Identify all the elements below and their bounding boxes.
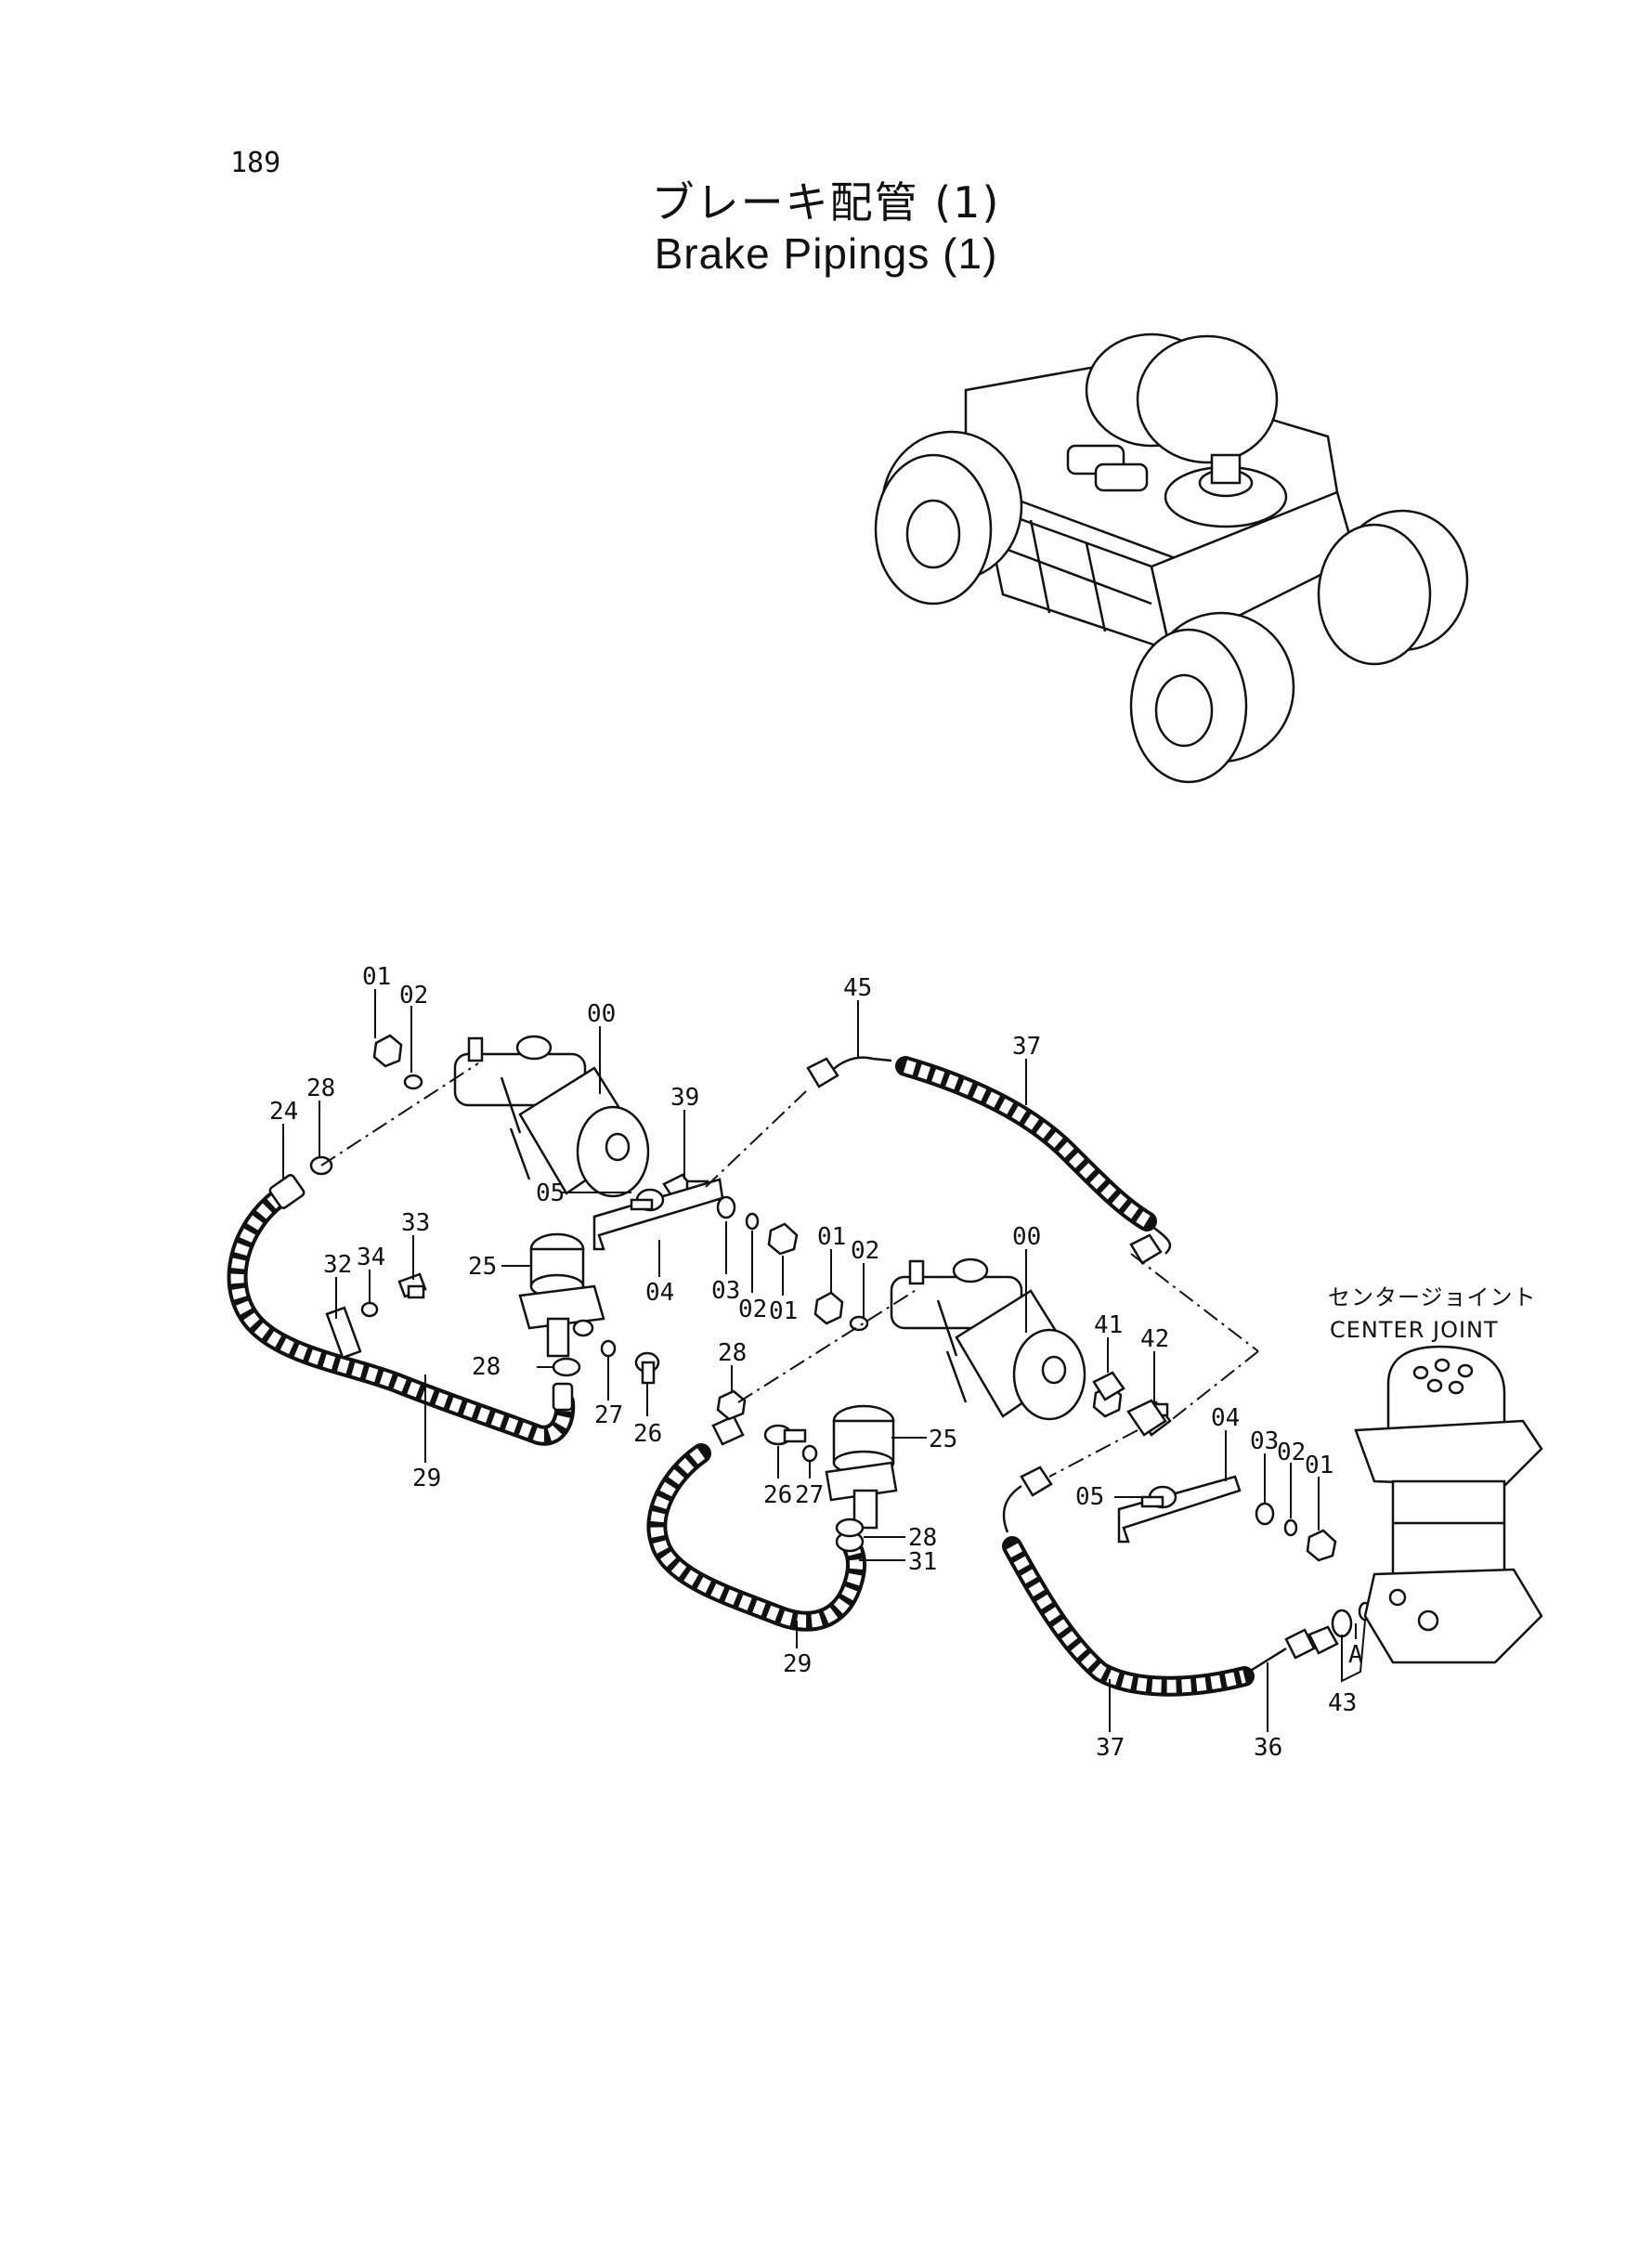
part-label-04: 04 [645, 1279, 674, 1307]
fittings-41-42 [1092, 1371, 1167, 1437]
part-label-00: 00 [587, 1000, 616, 1028]
part-label-29: 29 [412, 1465, 441, 1492]
page-title-japanese: ブレーキ配管 (1) [651, 177, 1001, 228]
right-middle-fittings [716, 1389, 898, 1538]
part-label-27: 27 [594, 1401, 623, 1429]
part-label-02: 02 [1277, 1439, 1306, 1466]
part-number-labels: 01 02 00 45 37 39 28 24 05 33 34 32 25 0… [269, 963, 1537, 1762]
part-label-03: 03 [1250, 1427, 1279, 1455]
part-label-36: 36 [1254, 1734, 1282, 1762]
part-label-27: 27 [795, 1481, 824, 1509]
part-label-43: 43 [1328, 1689, 1357, 1717]
part-label-28: 28 [908, 1524, 937, 1552]
page-number: 189 [230, 147, 281, 179]
part-label-01: 01 [769, 1297, 798, 1325]
part-label-26: 26 [633, 1420, 662, 1448]
center-joint-illustration [1354, 1345, 1543, 1664]
part-label-28: 28 [472, 1353, 501, 1381]
part-label-02: 02 [399, 982, 428, 1010]
vehicle-overview-illustration [874, 332, 1469, 784]
upper-brake-hose-37 [806, 1056, 1172, 1265]
part-label-39: 39 [670, 1084, 699, 1112]
part-label-04: 04 [1211, 1404, 1240, 1432]
connection-lines [320, 1062, 1259, 1478]
part-label-02: 02 [738, 1296, 767, 1323]
part-label-00: 00 [1012, 1223, 1041, 1251]
center-joint-label-english: CENTER JOINT [1330, 1317, 1499, 1343]
part-label-24: 24 [269, 1098, 298, 1126]
part-label-29: 29 [783, 1650, 812, 1678]
part-label-03: 03 [711, 1277, 740, 1305]
part-label-33: 33 [401, 1209, 430, 1237]
part-label-32: 32 [323, 1251, 352, 1279]
left-brake-valve-assembly [453, 1035, 650, 1198]
part-label-42: 42 [1140, 1325, 1169, 1353]
right-brake-hose-29 [646, 1414, 867, 1632]
part-label-25: 25 [468, 1253, 497, 1281]
page-title-english: Brake Pipings (1) [654, 229, 998, 278]
part-label-05: 05 [536, 1179, 565, 1207]
left-reservoir-valve-25 [518, 1232, 605, 1358]
part-label-31: 31 [908, 1548, 937, 1576]
part-label-34: 34 [357, 1244, 385, 1271]
bolts-33-34 [360, 1272, 427, 1318]
left-brake-hose-29 [227, 1174, 576, 1446]
part-label-01: 01 [1305, 1452, 1333, 1479]
part-label-02: 02 [851, 1237, 879, 1265]
right-brake-valve-assembly [890, 1257, 1086, 1421]
leader-lines [282, 989, 1366, 1732]
part-label-01: 01 [362, 963, 391, 991]
lower-bracket-fittings [1117, 1475, 1337, 1562]
part-label-05: 05 [1075, 1483, 1104, 1511]
upper-left-fittings [309, 1034, 799, 1256]
part-label-01: 01 [817, 1223, 846, 1251]
center-joint-label-japanese: センタージョイント [1328, 1284, 1537, 1310]
part-label-37: 37 [1012, 1033, 1041, 1061]
part-label-28: 28 [306, 1075, 335, 1102]
part-label-28: 28 [718, 1339, 747, 1367]
lower-brake-hose-37 [1002, 1466, 1372, 1697]
part-label-25: 25 [929, 1426, 957, 1453]
part-label-A: A [1348, 1641, 1363, 1669]
part-label-37: 37 [1096, 1734, 1125, 1762]
part-label-45: 45 [843, 974, 872, 1002]
part-label-26: 26 [763, 1481, 792, 1509]
part-label-41: 41 [1094, 1311, 1123, 1339]
